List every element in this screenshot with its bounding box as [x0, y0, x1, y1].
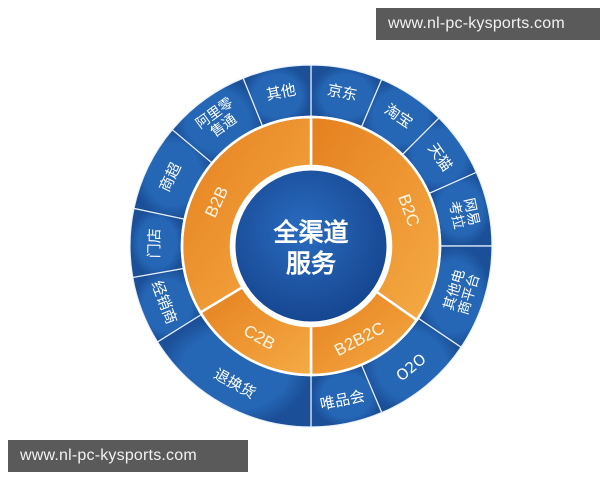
outer-segment: 其他电商平台 — [417, 245, 493, 349]
watermark-bottom: www.nl-pc-kysports.com — [8, 440, 248, 472]
outer-segment: O2O — [360, 317, 462, 414]
outer-segment-label: 网易考拉 — [445, 197, 482, 231]
watermark-top: www.nl-pc-kysports.com — [376, 8, 600, 40]
center-label-line1: 全渠道 — [272, 218, 348, 247]
outer-segment: 京东 — [310, 64, 383, 129]
outer-segment: 其他 — [242, 64, 312, 128]
outer-segment: 退换货 — [156, 313, 312, 428]
outer-segment-label: 其他 — [265, 81, 298, 104]
outer-segment: 阿里零售通 — [171, 77, 264, 164]
center-hub: 全渠道 服务 — [232, 167, 390, 325]
outer-segment: 淘宝 — [360, 78, 440, 156]
center-circle — [232, 167, 390, 325]
outer-segment: 门店 — [129, 207, 186, 279]
center-label-line2: 服务 — [286, 249, 336, 278]
outer-segment: 天猫 — [401, 117, 478, 195]
outer-segment: 网易考拉 — [428, 171, 493, 247]
outer-segment: 唯品会 — [310, 363, 383, 428]
orange-outer-border — [180, 115, 442, 377]
outer-segment: 经销商 — [132, 267, 203, 343]
outer-segment-label: 门店 — [145, 228, 164, 258]
outer-segment-label: 京东 — [326, 81, 359, 105]
